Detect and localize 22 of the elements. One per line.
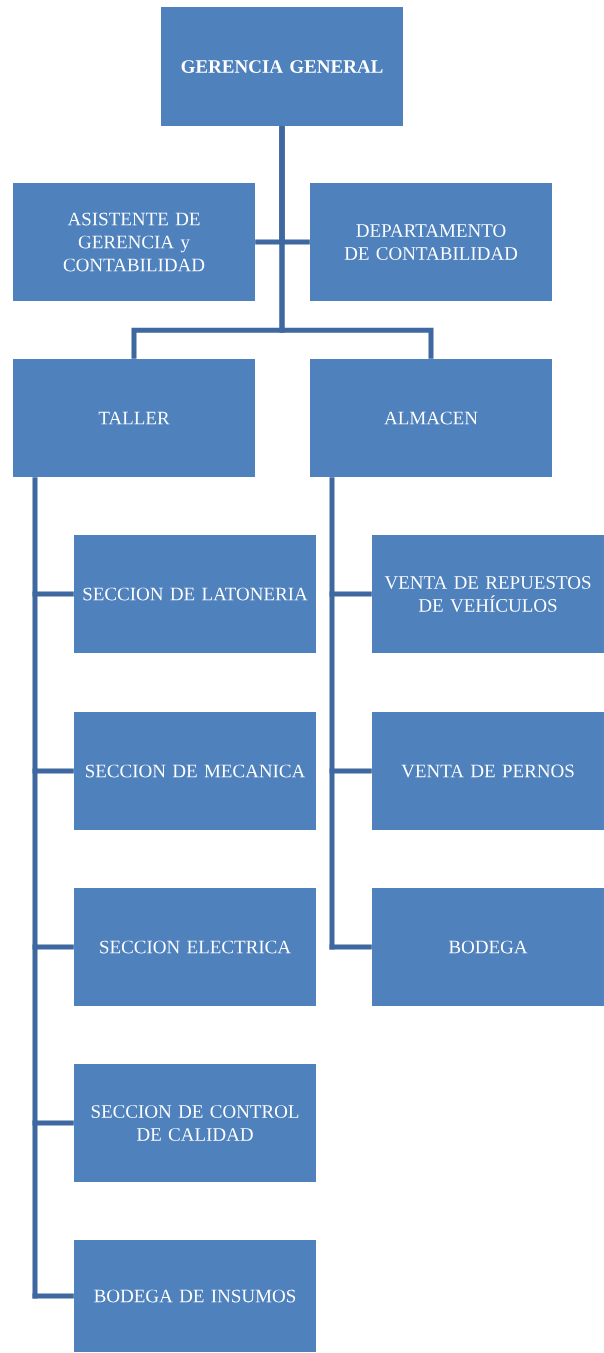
connector-line (329, 944, 372, 950)
org-box: VENTA DE PERNOS (372, 712, 604, 830)
org-box: SECCION ELECTRICA (74, 888, 316, 1006)
org-box: BODEGA (372, 888, 604, 1006)
connector-line (32, 1293, 74, 1299)
connector-line (329, 591, 372, 597)
org-box: SECCION DE CONTROL DE CALIDAD (74, 1064, 316, 1182)
connector-line (32, 768, 74, 774)
org-box: TALLER (13, 359, 255, 477)
org-box: GERENCIA GENERAL (161, 7, 403, 126)
org-box: SECCION DE MECANICA (74, 712, 316, 830)
org-box: VENTA DE REPUESTOS DE VEHÍCULOS (372, 535, 604, 653)
org-box: ASISTENTE DE GERENCIA y CONTABILIDAD (13, 183, 255, 301)
connector-line (279, 126, 434, 359)
connector-line (32, 591, 74, 597)
org-box: BODEGA DE INSUMOS (74, 1240, 316, 1352)
org-box: ALMACEN (310, 359, 552, 477)
org-box: SECCION DE LATONERIA (74, 535, 316, 653)
connector-line (329, 768, 372, 774)
connector-line (32, 944, 74, 950)
connector-line (32, 1120, 74, 1126)
org-box: DEPARTAMENTO DE CONTABILIDAD (310, 183, 552, 301)
